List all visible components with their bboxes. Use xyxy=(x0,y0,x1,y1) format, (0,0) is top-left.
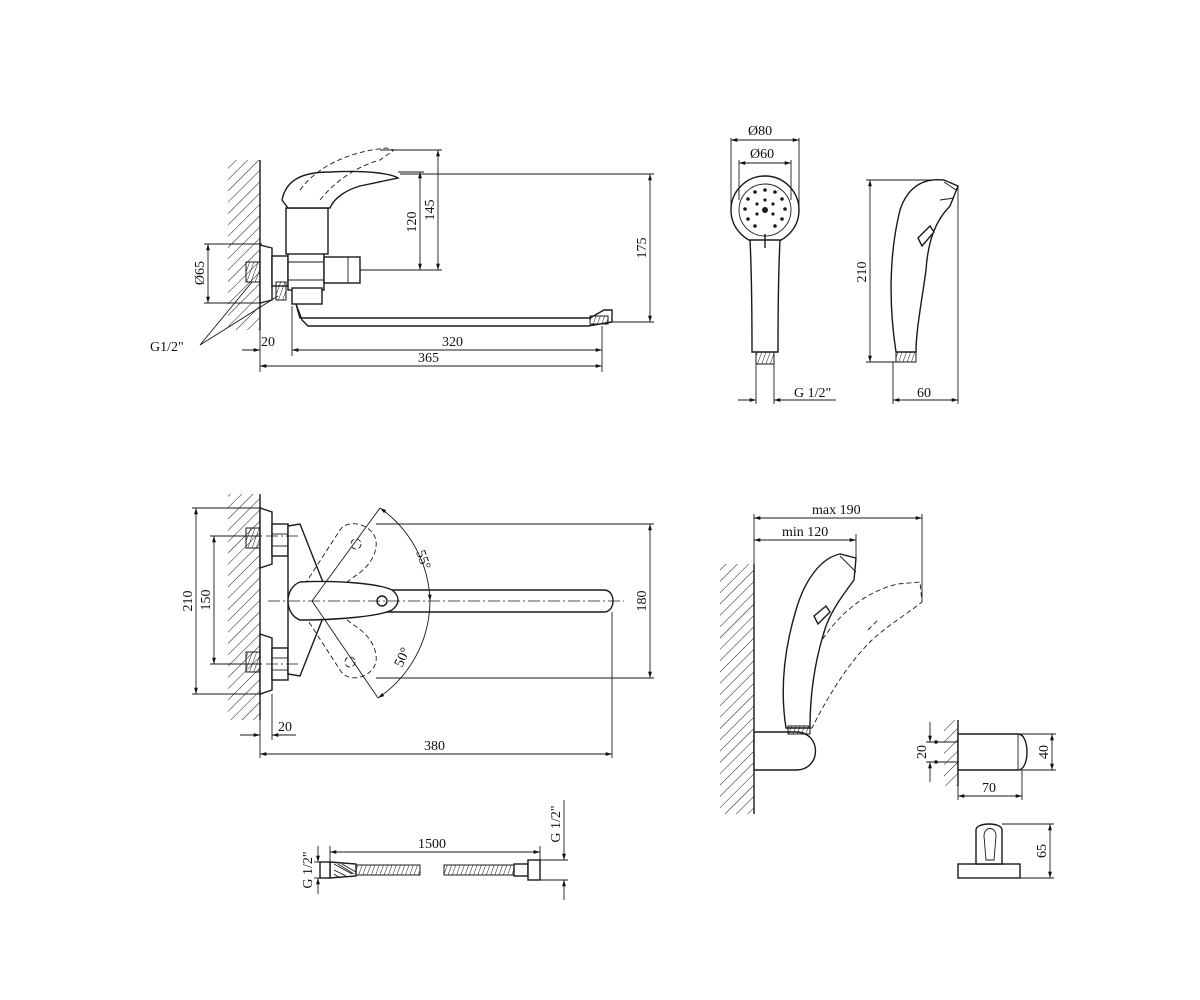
holder-bracket xyxy=(753,731,817,771)
shower-nozzles xyxy=(743,188,787,228)
top-flange-upper xyxy=(259,507,273,569)
dim145-label: 145 xyxy=(423,200,438,221)
shower-handle-side xyxy=(890,179,959,353)
side-lever-raised xyxy=(299,147,396,201)
holder-shower-face xyxy=(839,555,857,573)
shower-side-thread xyxy=(895,351,917,363)
top-lever-ghost-down-hole xyxy=(344,656,356,668)
side-wall-hatch xyxy=(228,160,260,330)
t180-label: 180 xyxy=(635,591,650,612)
bracket-front-slot xyxy=(983,828,997,861)
b65-label: 65 xyxy=(1035,844,1050,858)
bracket-front-base xyxy=(957,863,1021,879)
side-outlet-stub xyxy=(323,256,361,284)
side-eccentric-thread xyxy=(275,281,287,301)
dim20-label: 20 xyxy=(261,335,275,350)
dim175-label: 175 xyxy=(635,238,650,259)
hose-fitting-right xyxy=(513,863,529,877)
max190-label: max 190 xyxy=(812,503,861,518)
top-nut-upper xyxy=(271,523,289,557)
bracket-wall-hatch xyxy=(944,720,958,786)
top-arc-50 xyxy=(377,600,431,699)
holder-shower-thread xyxy=(787,725,811,735)
shower-handle-front xyxy=(749,239,781,353)
shower-side-view: 210 60 xyxy=(855,179,959,404)
shower-face-side xyxy=(939,181,957,201)
dim120-label: 120 xyxy=(405,212,420,233)
hg-right-label: G 1/2" xyxy=(549,805,564,842)
hose-segment-left xyxy=(355,864,421,876)
bracket-body-side xyxy=(957,733,1028,771)
dim320-label: 320 xyxy=(442,335,463,350)
g12-label: G1/2" xyxy=(150,340,184,355)
side-inlet-thread xyxy=(245,261,261,283)
ss60-label: 60 xyxy=(917,386,931,401)
top-lever-ghost-down xyxy=(295,589,377,679)
top-angle-50-label: 50° xyxy=(392,646,414,670)
side-lever xyxy=(281,170,400,209)
hg-left-label: G 1/2" xyxy=(301,851,316,888)
hose-nut-right xyxy=(527,859,541,881)
top-lever-ghost-up xyxy=(295,523,377,613)
side-flange xyxy=(259,244,273,304)
t150-label: 150 xyxy=(199,590,214,611)
sf-g-label: G 1/2" xyxy=(794,386,831,401)
t20-label: 20 xyxy=(278,720,292,735)
side-view: 145 120 175 Ø65 G1/2" 20 320 365 xyxy=(150,147,654,372)
shower-front-view: Ø80 Ø60 G 1/2" xyxy=(730,124,836,404)
dim65-label: Ø65 xyxy=(193,261,208,285)
top-angle-ray-down xyxy=(311,600,379,699)
side-lower-body xyxy=(291,287,323,305)
d80-label: Ø80 xyxy=(748,124,772,139)
top-angle-55-label: 55° xyxy=(412,548,433,572)
side-aerator xyxy=(589,315,609,325)
bracket-front-body xyxy=(975,823,1003,865)
top-lever-ghost-up-hole xyxy=(350,538,362,550)
hose-view: 1500 G 1/2" G 1/2" xyxy=(301,800,568,900)
hose-segment-right xyxy=(443,864,515,876)
t380-label: 380 xyxy=(424,739,445,754)
holder-shower-ghost-button xyxy=(867,619,879,631)
top-view: 55° 50° 210 150 180 20 380 xyxy=(181,494,654,758)
ss210-label: 210 xyxy=(855,262,870,283)
holder-wall-hatch xyxy=(720,564,754,814)
b70-label: 70 xyxy=(982,781,996,796)
g12-leader-1 xyxy=(199,281,253,346)
hose-fitting-left xyxy=(319,861,331,879)
hose-cone-texture xyxy=(333,863,357,879)
b40-label: 40 xyxy=(1037,745,1052,759)
shower-front-thread xyxy=(755,351,775,365)
min120-label: min 120 xyxy=(782,525,828,540)
top-arc-55 xyxy=(379,507,432,602)
top-inlet-lower-thread xyxy=(245,651,261,673)
b20-label: 20 xyxy=(915,745,930,759)
holder-shower-button xyxy=(813,604,831,626)
side-nut xyxy=(287,251,325,291)
shower-side-button xyxy=(917,224,935,248)
dim365-label: 365 xyxy=(418,351,439,366)
side-body xyxy=(285,207,329,255)
bracket-detail: 20 40 70 65 xyxy=(915,720,1056,879)
h1500-label: 1500 xyxy=(418,837,446,852)
side-spout xyxy=(295,303,613,327)
g12-leader-2 xyxy=(199,295,279,346)
top-inlet-upper-thread xyxy=(245,527,261,549)
t210-label: 210 xyxy=(181,591,196,612)
holder-shower xyxy=(782,553,857,729)
d60-label: Ø60 xyxy=(750,147,774,162)
shower-holder-view: max 190 min 120 xyxy=(720,503,923,814)
top-angle-ray-up xyxy=(311,507,381,602)
